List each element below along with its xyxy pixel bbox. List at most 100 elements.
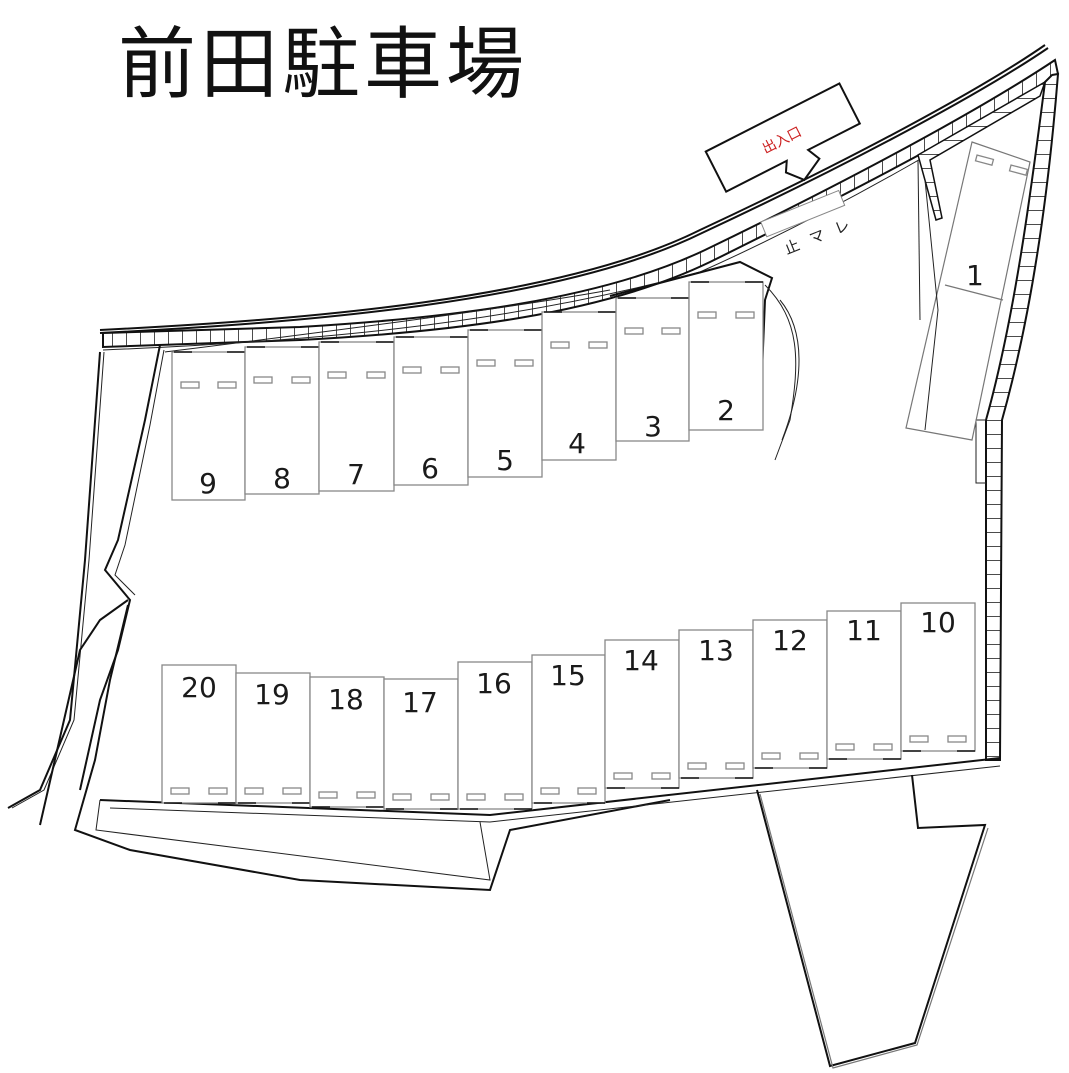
- slot-number: 10: [920, 606, 956, 639]
- wheel-stop: [180, 381, 200, 389]
- parking-slot-6[interactable]: 6: [393, 336, 469, 486]
- slot-number: 12: [772, 624, 808, 657]
- road-gutter-top: [99, 44, 1060, 351]
- entrance-sign: 出入口: [704, 82, 862, 193]
- parking-slot-20[interactable]: 20: [161, 664, 237, 804]
- slot-number: 9: [199, 467, 217, 500]
- slot-number: 5: [496, 444, 514, 477]
- slot-number: 15: [550, 659, 586, 692]
- slot-outline: [688, 281, 764, 431]
- parking-slot-15[interactable]: 15: [531, 654, 606, 804]
- slot-outline: [541, 311, 617, 461]
- parking-slot-18[interactable]: 18: [309, 676, 385, 808]
- slot-outline: [604, 639, 680, 789]
- wheel-stop: [514, 359, 534, 367]
- top-parking-row: 9 8 7 6 5 4 3 2: [171, 281, 764, 501]
- slot-outline: [457, 661, 533, 810]
- wheel-stop: [725, 762, 745, 770]
- wheel-stop: [392, 793, 412, 801]
- parking-slot-19[interactable]: 19: [235, 672, 311, 804]
- wheel-stop: [651, 772, 671, 780]
- wheel-stop: [170, 787, 190, 795]
- slot-outline: [531, 654, 606, 804]
- wheel-stop: [430, 793, 450, 801]
- slot-outline: [752, 619, 828, 769]
- slot-outline: [615, 297, 690, 442]
- wheel-stop: [613, 772, 633, 780]
- slot-number: 6: [421, 452, 439, 485]
- wheel-stop: [947, 735, 967, 743]
- wheel-stop: [504, 793, 524, 801]
- wheel-stop: [291, 376, 311, 384]
- slot-outline: [467, 329, 543, 478]
- wheel-stop: [540, 787, 560, 795]
- parking-slot-10[interactable]: 10: [900, 602, 976, 752]
- slot-outline: [171, 351, 246, 501]
- wheel-stop: [577, 787, 597, 795]
- bottom-curb: [95, 757, 1001, 881]
- wheel-stop: [217, 381, 237, 389]
- slot-number: 7: [347, 458, 365, 491]
- slot-outline: [161, 664, 237, 804]
- top-row-curb: [164, 289, 611, 353]
- slot-outline: [383, 678, 459, 810]
- wheel-stop: [687, 762, 707, 770]
- parking-slot-4[interactable]: 4: [541, 311, 617, 461]
- wheel-stop: [735, 311, 755, 319]
- bottom-parking-row: 20 19 18 17 16 15 14 13 12 11 10: [161, 602, 976, 810]
- wheel-stop: [588, 341, 608, 349]
- wheel-stop: [799, 752, 819, 760]
- wheel-stop: [253, 376, 273, 384]
- slot-outline: [678, 629, 754, 779]
- wheel-stop: [244, 787, 264, 795]
- wheel-stop: [835, 743, 855, 751]
- slot-number: 19: [254, 678, 290, 711]
- left-boundary: [7, 344, 671, 892]
- slot-outline: [900, 602, 976, 752]
- parking-slot-2[interactable]: 2: [688, 281, 764, 431]
- slot-number: 3: [644, 410, 662, 443]
- slot-outline: [309, 676, 385, 808]
- wheel-stop: [476, 359, 496, 367]
- slot-number: 16: [476, 667, 512, 700]
- page-title: 前田駐車場: [118, 20, 529, 110]
- slot-number: 4: [568, 427, 586, 460]
- parking-slot-1[interactable]: 1: [905, 141, 1031, 441]
- wheel-stop: [697, 311, 717, 319]
- wheel-stop: [661, 327, 681, 335]
- wheel-stop: [624, 327, 644, 335]
- parking-slot-3[interactable]: 3: [615, 297, 690, 443]
- slot-number: 1: [966, 259, 984, 292]
- wheel-stop: [366, 371, 386, 379]
- wheel-stop: [440, 366, 460, 374]
- parking-slot-9[interactable]: 9: [171, 351, 246, 501]
- parking-slot-14[interactable]: 14: [604, 639, 680, 789]
- wheel-stop: [909, 735, 929, 743]
- wheel-stop: [327, 371, 347, 379]
- wheel-stop: [873, 743, 893, 751]
- parking-slot-7[interactable]: 7: [318, 341, 395, 492]
- wheel-stop: [761, 752, 781, 760]
- slot-outline: [393, 336, 469, 486]
- south-extension-area: [756, 774, 989, 1069]
- slot-number: 14: [623, 644, 659, 677]
- parking-slot-5[interactable]: 5: [467, 329, 543, 478]
- wheel-stop: [318, 791, 338, 799]
- slot-number: 17: [402, 686, 438, 719]
- parking-slot-17[interactable]: 17: [383, 678, 459, 810]
- slot-number: 18: [328, 683, 364, 716]
- slot-outline: [318, 341, 395, 492]
- right-boundary-wall: [917, 72, 1060, 761]
- slot-number: 8: [273, 462, 291, 495]
- slot-number: 20: [181, 671, 217, 704]
- parking-slot-11[interactable]: 11: [826, 610, 902, 760]
- parking-slot-13[interactable]: 13: [678, 629, 754, 779]
- wheel-stop: [550, 341, 570, 349]
- wheel-stop: [282, 787, 302, 795]
- parking-slot-8[interactable]: 8: [244, 346, 320, 495]
- parking-slot-12[interactable]: 12: [752, 619, 828, 769]
- slot-number: 2: [717, 394, 735, 427]
- parking-slot-16[interactable]: 16: [457, 661, 533, 810]
- slot-number: 11: [846, 614, 882, 647]
